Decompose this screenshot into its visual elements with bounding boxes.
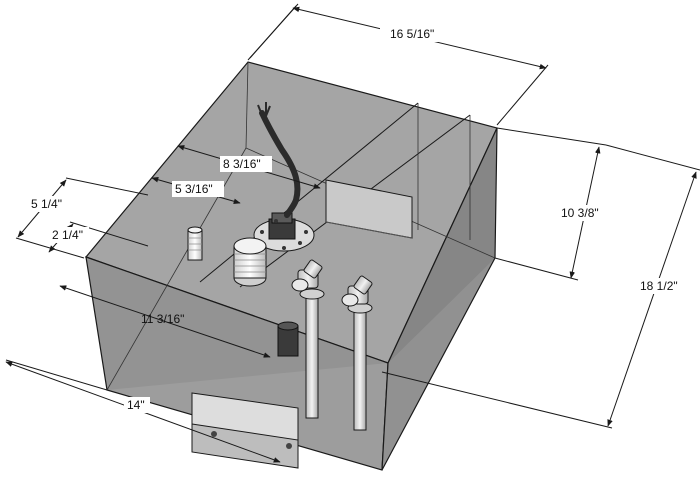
dim-width-front: 14": [127, 398, 145, 412]
dim-sender-offset: 8 3/16": [223, 157, 261, 171]
dim-outer-offset: 5 1/4": [31, 197, 62, 211]
mounting-bracket-icon: [325, 179, 413, 239]
vent-barb-icon: [187, 226, 203, 261]
sender-flange-icon: [253, 212, 315, 252]
pickup-tube-icon: [341, 275, 373, 431]
pickup-tube-icon: [277, 321, 299, 357]
dim-overall-depth: 18 1/2": [640, 279, 678, 293]
dim-cap-offset: 5 3/16": [175, 182, 213, 196]
dim-height-side: 10 3/8": [561, 206, 599, 220]
pickup-tube-icon: [291, 259, 325, 419]
filler-neck-icon: [233, 237, 267, 287]
hidden-edge: [245, 61, 249, 149]
dim-pickup-offset: 11 3/16": [141, 312, 184, 326]
dim-length-top: 16 5/16": [390, 27, 434, 41]
dim-inner-offset: 2 1/4": [52, 228, 83, 242]
